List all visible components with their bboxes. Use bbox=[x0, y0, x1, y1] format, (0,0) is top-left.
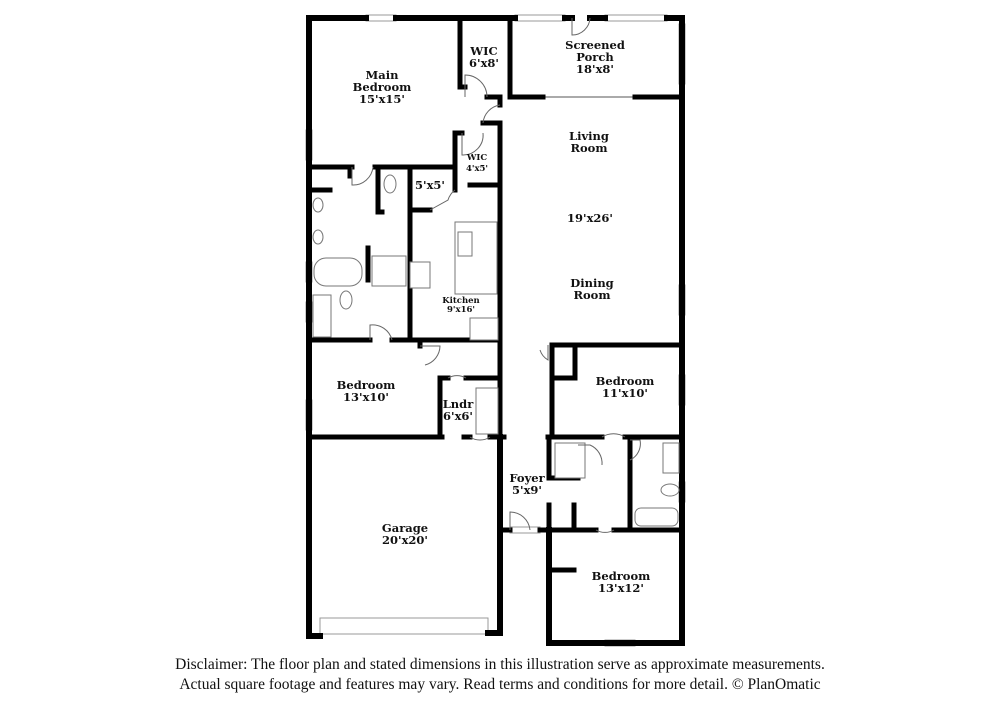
living-dining-dims: 19'x26' bbox=[567, 211, 613, 225]
stove-icon bbox=[409, 261, 431, 289]
living-room-label: Room bbox=[570, 141, 607, 155]
porch-label: Porch bbox=[576, 50, 614, 64]
foyer-dims: 5'x9' bbox=[512, 483, 542, 497]
disclaimer-line-1: Disclaimer: The floor plan and stated di… bbox=[175, 656, 825, 673]
closet-dims: 5'x5' bbox=[415, 178, 445, 192]
bathtub-icon bbox=[634, 507, 679, 527]
doors bbox=[351, 17, 641, 533]
toilet-icon bbox=[383, 174, 397, 194]
bedroom-label: Bedroom bbox=[596, 374, 655, 388]
laundry-dims: 6'x6' bbox=[443, 409, 473, 423]
porch-label: Screened bbox=[565, 38, 625, 52]
bathtub-icon bbox=[313, 257, 363, 287]
kitchen-label: Kitchen bbox=[442, 296, 480, 306]
bedroom-dims: 13'x10' bbox=[343, 390, 389, 404]
fridge-icon bbox=[469, 317, 499, 341]
main-bedroom-dims: 15'x15' bbox=[359, 92, 405, 106]
bathtub-icon bbox=[312, 294, 332, 338]
shower-icon bbox=[371, 255, 407, 287]
bedroom-label: Bedroom bbox=[592, 569, 651, 583]
bedroom-label: Bedroom bbox=[337, 378, 396, 392]
garage-label: Garage bbox=[382, 521, 428, 535]
walls bbox=[306, 15, 685, 646]
wic-label: WIC bbox=[469, 44, 497, 58]
wic-small-dims: 4'x5' bbox=[466, 164, 488, 174]
living-room-label: Living bbox=[569, 129, 609, 143]
toilet-icon bbox=[339, 290, 353, 310]
room-labels: Main Bedroom 15'x15' WIC 6'x8' Screened … bbox=[337, 38, 655, 595]
closet-icon bbox=[554, 442, 586, 479]
wic-small-label: WIC bbox=[466, 153, 488, 163]
bedroom-dims: 11'x10' bbox=[602, 386, 648, 400]
fixtures bbox=[312, 174, 680, 527]
sink-icon bbox=[662, 442, 680, 474]
washer-dryer-icon bbox=[475, 387, 499, 435]
bedroom-dims: 13'x12' bbox=[598, 581, 644, 595]
disclaimer-line-2: Actual square footage and features may v… bbox=[179, 676, 821, 693]
foyer-label: Foyer bbox=[509, 471, 545, 485]
wic-dims: 6'x8' bbox=[469, 56, 499, 70]
sink-icon bbox=[312, 229, 324, 245]
kitchen-dims: 9'x16' bbox=[447, 305, 475, 315]
toilet-icon bbox=[660, 483, 680, 497]
porch-dims: 18'x8' bbox=[576, 62, 614, 76]
main-bedroom-label: Main bbox=[366, 68, 400, 82]
sink-icon bbox=[312, 197, 324, 213]
dining-room-label: Room bbox=[573, 288, 610, 302]
dining-room-label: Dining bbox=[570, 276, 613, 290]
garage-dims: 20'x20' bbox=[382, 533, 428, 547]
sink-icon bbox=[457, 231, 473, 257]
laundry-label: Lndr bbox=[443, 397, 474, 411]
main-bedroom-label: Bedroom bbox=[353, 80, 412, 94]
